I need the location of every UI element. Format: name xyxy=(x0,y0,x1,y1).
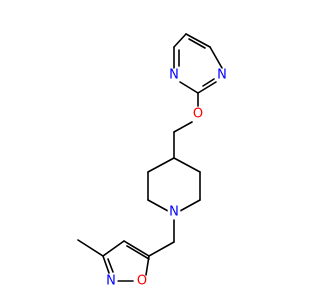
pyrimidine-n-left-label: N xyxy=(169,68,179,83)
ether-oxygen-label-background xyxy=(191,107,205,121)
bond-pip-3 xyxy=(179,199,201,212)
bond-iso-inner-c3n xyxy=(107,258,114,273)
pyrimidine-n-right-label-background xyxy=(215,68,229,82)
bond-iso-o-c5 xyxy=(145,255,150,276)
piperidine-nitrogen-label-background xyxy=(167,205,181,219)
pyrimidine-n-right-label: N xyxy=(217,68,227,83)
bond-iso-c5-c4 xyxy=(123,240,150,257)
pyrimidine-n-left-label-background xyxy=(167,68,181,82)
bond-pip-4 xyxy=(147,199,169,212)
bond-pyr-1 xyxy=(185,33,211,48)
isoxazole-nitrogen-label: N xyxy=(106,274,116,289)
isoxazole-oxygen-label-background xyxy=(135,274,149,288)
bond-iso-inner-c4c5 xyxy=(126,245,150,260)
isoxazole-oxygen-label: O xyxy=(137,274,147,289)
bond-iso-c3-n xyxy=(102,255,110,274)
ether-oxygen-label: O xyxy=(193,107,203,122)
structure-canvas: N N O N N O xyxy=(77,33,229,289)
atom-label-layer: N N O N N O xyxy=(104,68,229,289)
bond-pyr-2 xyxy=(209,46,223,69)
bond-pyr-6 xyxy=(173,33,187,48)
bond-layer xyxy=(77,33,223,282)
bond-o-ch2 xyxy=(173,121,193,133)
bond-pyr-3 xyxy=(197,81,217,94)
bond-iso-c4-c3 xyxy=(102,240,125,257)
bond-pyr-4 xyxy=(179,81,199,94)
bond-pyr-inner-1 xyxy=(188,38,206,49)
bond-pip-1 xyxy=(173,157,201,173)
bond-methyl xyxy=(77,239,104,257)
piperidine-nitrogen-label: N xyxy=(169,205,179,220)
bond-pip-6 xyxy=(147,157,175,173)
bond-ch2-c5 xyxy=(148,241,175,257)
bond-pyr-inner-3 xyxy=(202,78,215,87)
molecule-diagram: N N O N N O xyxy=(77,33,229,289)
isoxazole-nitrogen-label-background xyxy=(104,274,118,288)
